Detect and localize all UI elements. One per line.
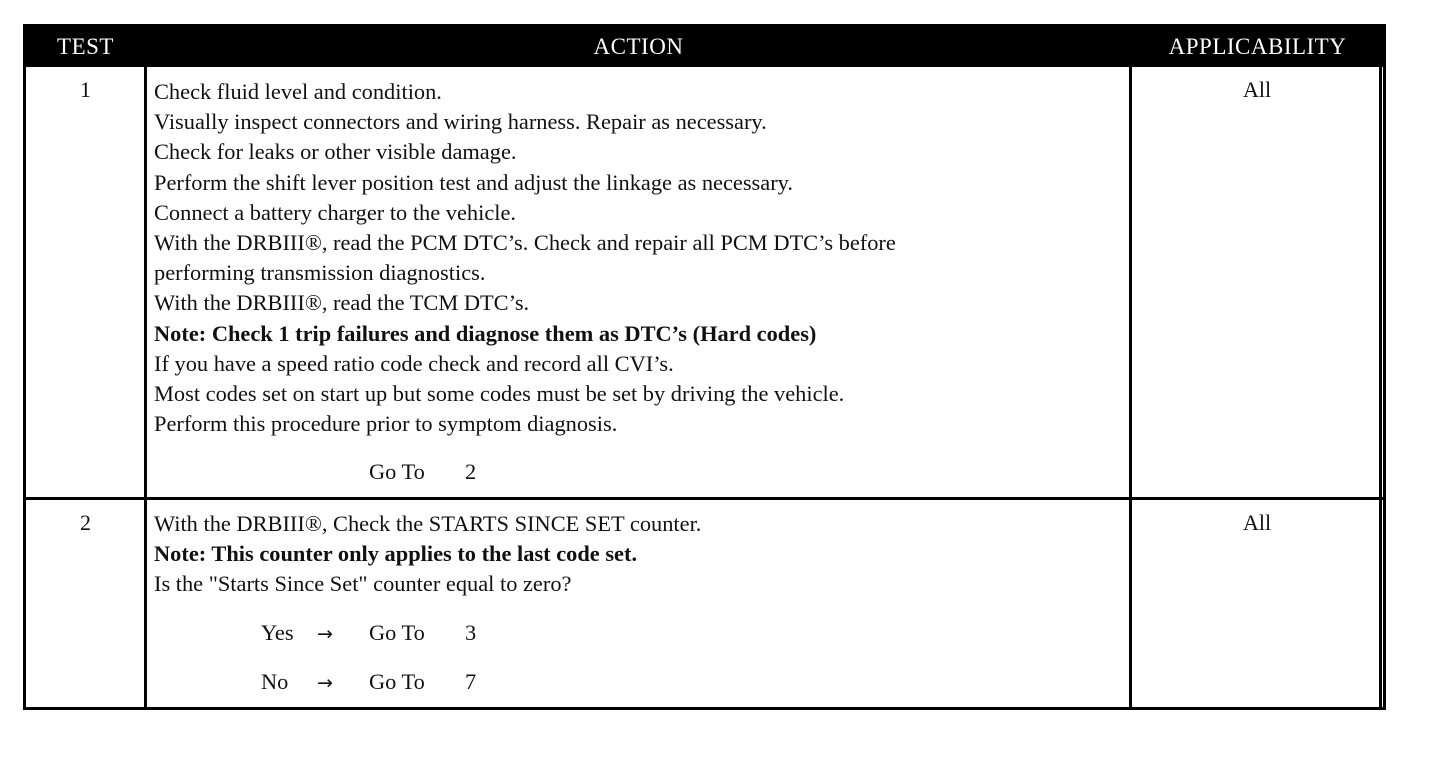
goto-label: Go To (369, 459, 425, 484)
action-line: If you have a speed ratio code check and… (154, 350, 674, 376)
applicability-1: All (1242, 77, 1272, 102)
test-number-2: 2 (80, 510, 91, 535)
action-line: performing transmission diagnostics. (154, 260, 486, 286)
note-line: Note: Check 1 trip failures and diagnose… (154, 320, 817, 346)
action-line: Perform the shift lever position test an… (154, 169, 793, 195)
header-applicability: APPLICABILITY (1168, 34, 1347, 59)
action-text-1: Check fluid level and condition. Visuall… (154, 77, 1129, 439)
goto-step-2[interactable]: Go To 2 (369, 457, 476, 487)
diagnostic-table: TEST ACTION APPLICABILITY 1 All Check fl… (23, 24, 1386, 710)
action-line: Perform this procedure prior to symptom … (154, 411, 618, 437)
goto-target: 7 (465, 669, 477, 694)
column-divider-applicability (1379, 67, 1382, 707)
header-test: TEST (57, 34, 114, 59)
action-line: With the DRBIII®, read the PCM DTC’s. Ch… (154, 229, 896, 255)
goto-target: 2 (465, 459, 477, 484)
goto-label: Go To (369, 669, 425, 694)
action-line: With the DRBIII®, Check the STARTS SINCE… (154, 511, 702, 536)
row-divider (26, 497, 1383, 500)
arrow-right-icon: → (317, 623, 333, 645)
branch-answer: Yes (261, 620, 294, 645)
action-line: Visually inspect connectors and wiring h… (154, 109, 767, 135)
action-line: Check fluid level and condition. (154, 79, 442, 104)
column-divider-test (144, 67, 147, 707)
action-line: Most codes set on start up but some code… (154, 380, 845, 406)
column-divider-action (1129, 67, 1132, 707)
arrow-right-icon: → (317, 672, 333, 694)
header-action: ACTION (593, 34, 684, 59)
action-line: Check for leaks or other visible damage. (154, 139, 517, 165)
branch-answer: No (261, 669, 289, 694)
goto-label: Go To (369, 620, 425, 645)
action-line: Connect a battery charger to the vehicle… (154, 199, 517, 225)
action-text-2: With the DRBIII®, Check the STARTS SINCE… (154, 509, 1129, 600)
applicability-2: All (1242, 510, 1272, 535)
branch-no[interactable]: No → Go To 7 (261, 667, 476, 697)
table-header: TEST ACTION APPLICABILITY (26, 27, 1383, 67)
goto-target: 3 (465, 620, 477, 645)
test-number-1: 1 (80, 77, 91, 102)
question-line: Is the "Starts Since Set" counter equal … (154, 571, 572, 597)
note-line: Note: This counter only applies to the l… (154, 541, 638, 567)
action-line: With the DRBIII®, read the TCM DTC’s. (154, 290, 530, 316)
branch-yes[interactable]: Yes → Go To 3 (261, 618, 476, 648)
